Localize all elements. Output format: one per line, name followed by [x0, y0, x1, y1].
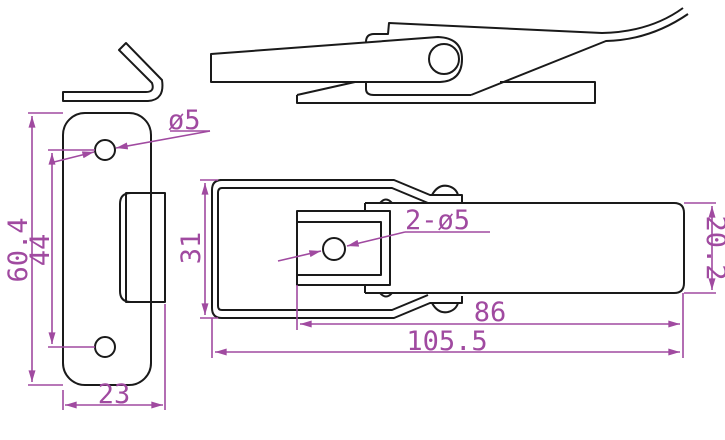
catch-plate-front-view [62, 112, 166, 386]
total-length-label: 105.5 [406, 326, 487, 357]
plate-width-label: 23 [98, 379, 131, 410]
base-height-label: 31 [176, 232, 207, 265]
dimensions [28, 112, 716, 410]
latch-top-view [211, 179, 685, 319]
lever-holes-label: 2-ø5 [405, 205, 470, 236]
dimension-labels: ø5 60.4 44 23 31 20.2 2-ø5 86 105.5 [3, 105, 725, 410]
latch-side-view [210, 7, 689, 104]
mount-hole-bottom [94, 336, 116, 358]
plate-height-label: 60.4 [3, 217, 34, 282]
hole-spacing-label: 44 [25, 234, 56, 267]
lever-width-label: 20.2 [700, 215, 725, 280]
mount-hole-top [94, 139, 116, 161]
catch-side-view [62, 42, 164, 102]
hole-dia-label: ø5 [168, 105, 201, 136]
lever-length-label: 86 [474, 297, 507, 328]
